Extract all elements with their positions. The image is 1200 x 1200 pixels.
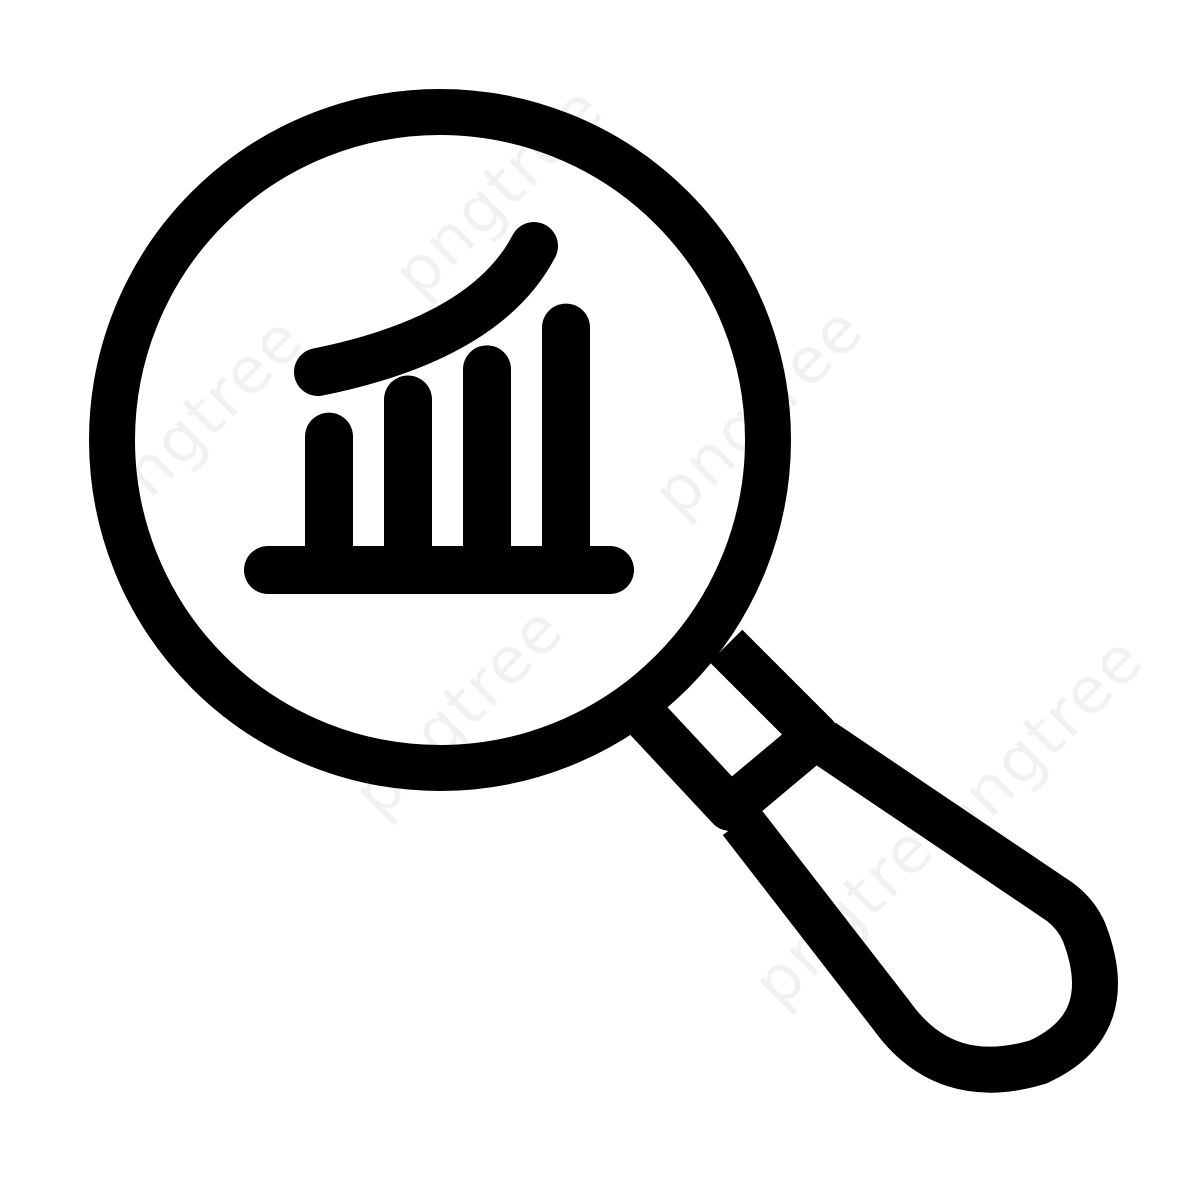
chart-bar-foot — [463, 528, 511, 552]
handle-neck — [629, 629, 839, 831]
handle-grip — [722, 722, 1118, 1093]
chart-bar-foot — [305, 528, 353, 552]
watermark-text-4: pngtree — [339, 592, 578, 831]
bar-chart-icon — [244, 222, 634, 594]
chart-bar-foot — [542, 528, 590, 552]
trend-curve — [294, 222, 558, 396]
chart-bars — [305, 303, 590, 572]
chart-bar-foot — [384, 528, 432, 552]
lens-ring — [89, 89, 791, 791]
